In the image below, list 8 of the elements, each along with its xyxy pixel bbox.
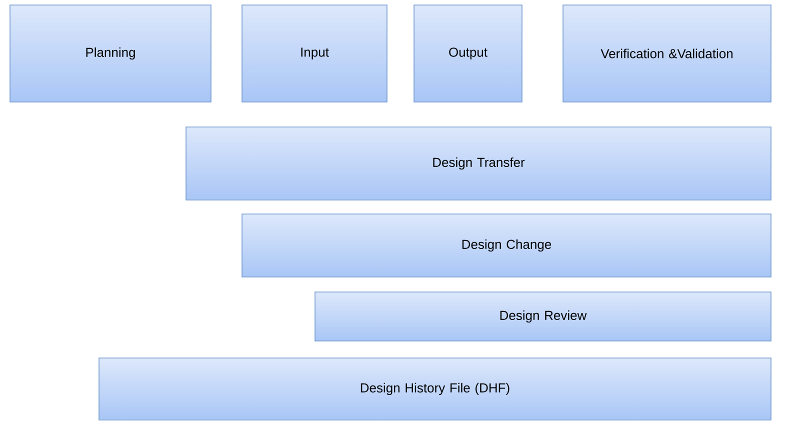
process-box: Design Change: [242, 214, 772, 278]
process-box: Output: [414, 4, 522, 102]
process-box: Planning: [10, 4, 212, 102]
process-box: Design Review: [314, 292, 772, 342]
process-box: Design Transfer: [186, 126, 772, 200]
process-box: Input: [242, 4, 388, 102]
process-box: Verification &Validation: [562, 4, 772, 102]
process-box: Design History File (DHF): [98, 358, 772, 420]
